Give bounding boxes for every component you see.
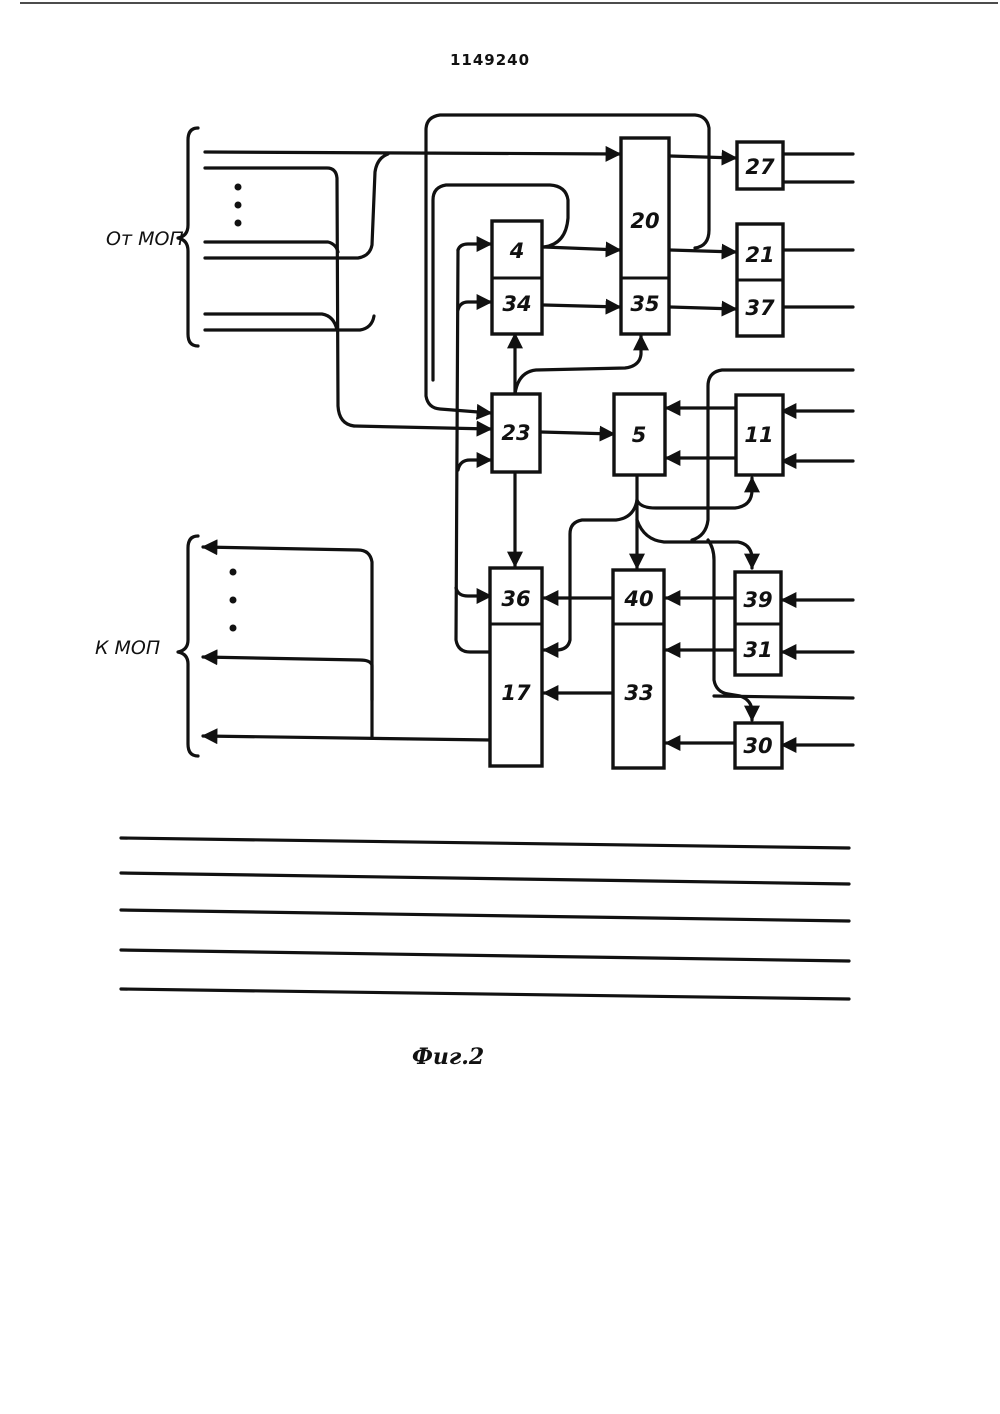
block-36-label: 36 [501,587,530,611]
block-31-label: 31 [743,638,772,662]
input-lines [205,152,620,429]
block-5-label: 5 [632,423,647,447]
output-brace [178,536,198,756]
block-17-label: 17 [501,681,531,705]
block-39-31: 39 31 [735,572,781,675]
block-40-label: 40 [623,587,653,611]
block-4-34: 4 34 [492,221,542,334]
output-group-label: К МОП [95,637,160,659]
block-11-label: 11 [744,423,773,447]
figure-caption: Фиг.2 [412,1044,484,1070]
block-27-label: 27 [745,155,775,179]
output-ellipsis [230,569,237,632]
block-23-label: 23 [501,421,530,445]
input-group-label: От МОП [106,228,184,250]
block-23: 23 [492,394,540,472]
block-33-label: 33 [624,681,653,705]
input-ellipsis [235,184,242,227]
block-39-label: 39 [743,588,772,612]
block-30-label: 30 [743,734,772,758]
block-36-17: 36 17 [490,568,542,766]
block-5: 5 [614,394,665,475]
block-21-label: 21 [745,243,774,267]
block-20-label: 20 [630,209,659,233]
block-34-label: 34 [502,292,531,316]
block-11: 11 [736,395,783,475]
output-lines [203,547,491,740]
block-4-label: 4 [509,239,525,263]
block-30: 30 [735,723,782,768]
bus-lines [121,838,849,999]
block-21-37: 21 37 [737,224,783,336]
block-20-35: 20 35 [621,138,669,334]
block-27: 27 [737,142,783,189]
block-40-33: 40 33 [613,570,664,768]
block-35-label: 35 [630,292,659,316]
block-37-label: 37 [745,296,775,320]
